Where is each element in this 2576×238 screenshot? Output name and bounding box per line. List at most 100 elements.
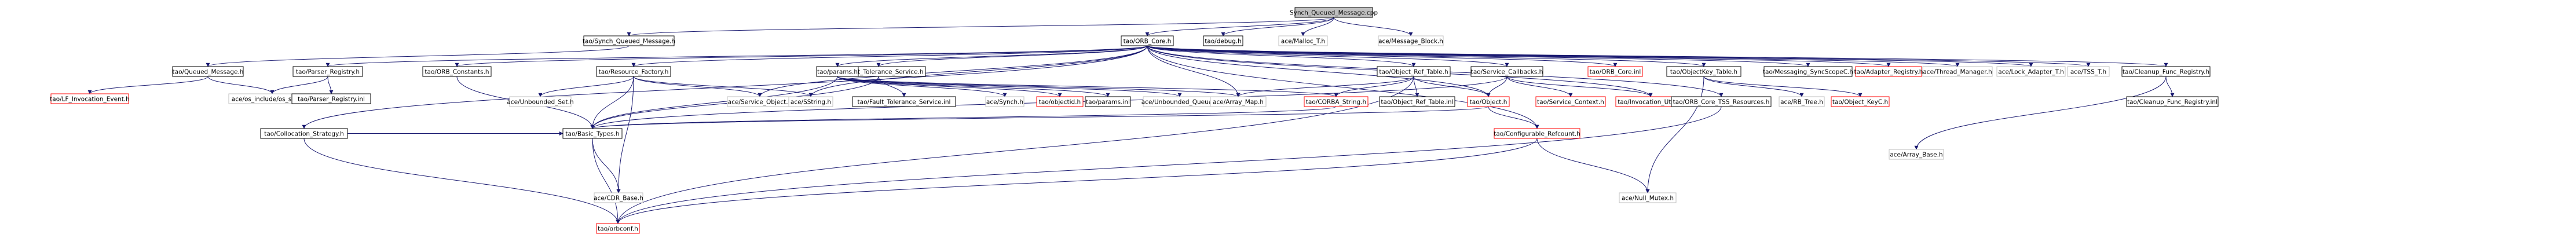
node-cleanup-reg-inl[interactable]: tao/Cleanup_Func_Registry.inl [2126,96,2219,107]
node-orb-core-inl: tao/ORB_Core.inl [1587,66,1643,77]
node-box [260,128,348,139]
node-box [1587,66,1643,77]
node-box [291,93,371,104]
node-obj-ref-table[interactable]: tao/Object_Ref_Table.h [1377,66,1451,77]
node-parser-reg[interactable]: tao/Parser_Registry.h [292,66,363,77]
node-msg-sync-scope[interactable]: tao/Messaging_SyncScopeC.h [1763,66,1853,77]
edge-orb_core_h-to-service_obj [758,45,1148,97]
edge-res_factory-to-unbounded_set [538,76,634,97]
node-configurable-refcount: tao/Configurable_Refcount.h [1494,128,1580,139]
node-box [1203,35,1243,46]
node-res-factory[interactable]: tao/Resource_Factory.h [596,66,671,77]
node-cdr-base: ace/CDR_Base.h [594,192,643,203]
node-corba-string: tao/CORBA_String.h [1304,96,1368,107]
edge-cleanup_reg-to-cleanup_reg_inl [2165,76,2175,97]
edge-root-to-orb_core_h [1145,17,1334,36]
edge-svc_callbacks-to-object_h [1486,76,1507,97]
edge-parser_reg-to-os_stddef [270,76,328,94]
edge-orb_core_h-to-objectkey_table [1147,45,1706,67]
edge-params_h-to-synch_h [837,76,1007,97]
node-box [596,223,640,234]
edge-orb_core_h-to-params_h [835,45,1148,67]
node-synch-h: ace/Synch.h [985,96,1024,107]
edge-orb_core_h-to-orb_consts [455,45,1148,67]
node-orb-core-h[interactable]: tao/ORB_Core.h [1121,35,1174,46]
node-queued-msg[interactable]: tao/Queued_Message.h [172,66,244,77]
edge-orb_core_tss-to-orbconf [616,106,1722,224]
edge-objectkey_table-to-null_mutex [1645,76,1704,193]
node-thread-mgr: ace/Thread_Manager.h [1922,66,1993,77]
edge-svc_callbacks-to-service_context [1506,76,1573,97]
node-box [2121,66,2211,77]
edges-layer [87,17,2175,224]
node-root[interactable]: Synch_Queued_Message.cpp [1290,7,1378,18]
node-orb-consts[interactable]: tao/ORB_Constants.h [422,66,492,77]
node-debug-h[interactable]: tao/debug.h [1203,35,1243,46]
edge-orb_core_h-to-array_map [1147,45,1241,97]
node-sqm-h[interactable]: tao/Synch_Queued_Message.h [583,35,675,46]
node-box [1210,96,1267,107]
node-box [2067,66,2110,77]
node-box [2126,96,2219,107]
node-unbounded-queue: ace/Unbounded_Queue.h [1141,96,1218,107]
edge-basic_types-to-cdr_base [592,138,621,193]
node-object-h: tao/Object.h [1467,96,1510,107]
node-box [172,66,244,77]
node-box [727,96,793,107]
edge-configurable_refcount-to-null_mutex [1536,138,1650,193]
node-box [1278,35,1328,46]
edge-orb_core_h-to-orb_core_inl [1147,45,1618,67]
node-box [292,66,363,77]
node-basic-types[interactable]: tao/Basic_Types.h [562,128,623,139]
edge-orb_core_h-to-configurable_refcount [1147,45,1539,129]
node-box [50,93,129,104]
node-orb-core-tss[interactable]: tao/ORB_Core_TSS_Resources.h [1671,96,1772,107]
node-box [1671,96,1772,107]
node-object-keyc: tao/Object_KeyC.h [1831,96,1890,107]
node-box [594,192,643,203]
node-params-inl[interactable]: tao/params.inl [1085,96,1131,107]
node-box [562,128,623,139]
node-obj-ref-table-inl[interactable]: tao/Object_Ref_Table.inl [1379,96,1455,107]
node-box [596,66,671,77]
edge-collocation-to-orbconf [303,138,620,224]
node-svc-callbacks[interactable]: tao/Service_Callbacks.h [1470,66,1543,77]
node-lock-adapter: ace/Lock_Adapter_T.h [1996,66,2066,77]
node-parser-reg-inl[interactable]: tao/Parser_Registry.inl [291,93,371,104]
node-box [1121,35,1174,46]
edge-params_h-to-unbounded_queue [837,76,1182,97]
node-tss-t: ace/TSS_T.h [2067,66,2110,77]
node-ft-service-inl[interactable]: tao/Fault_Tolerance_Service.inl [852,96,956,107]
node-box [1855,66,1922,77]
node-adapter-reg: tao/Adapter_Registry.h [1854,66,1923,77]
node-cleanup-reg[interactable]: tao/Cleanup_Func_Registry.h [2121,66,2211,77]
node-box [1377,66,1451,77]
edge-obj_ref_table-to-obj_ref_table_inl [1413,76,1419,97]
edge-queued_msg-to-os_stddef [207,76,275,94]
edge-orb_core_h-to-res_factory [631,45,1148,67]
node-service-context: tao/Service_Context.h [1535,96,1606,107]
edge-corba_string-to-basic_types [590,106,1337,129]
node-box [1379,96,1455,107]
edge-res_factory-to-basic_types [590,76,634,129]
edge-orb_core_h-to-ft_service [876,45,1148,67]
node-malloc-t: ace/Malloc_T.h [1278,35,1328,46]
node-objectkey-table[interactable]: tao/ObjectKey_Table.h [1666,66,1741,77]
edge-orb_core_h-to-parser_reg [326,45,1148,67]
node-box [1535,96,1606,107]
edge-orb_core_h-to-sstring [808,45,1148,97]
node-collocation[interactable]: tao/Collocation_Strategy.h [260,128,348,139]
edge-orb_core_h-to-svc_callbacks [1147,45,1509,67]
edge-queued_msg-to-lf_inv_event [87,76,208,94]
node-box [1494,128,1580,139]
edge-orb_core_h-to-collocation [302,45,1148,129]
edge-configurable_refcount-to-orbconf [616,138,1538,224]
node-box [1085,96,1131,107]
edge-sqm_h-to-queued_msg [206,45,630,67]
node-box [1889,149,1944,160]
node-params-h[interactable]: tao/params.h [816,66,859,77]
edge-params_h-to-basic_types [590,76,838,129]
edge-res_factory-to-cdr_base [616,76,634,193]
nodes-layer: Synch_Queued_Message.cpp tao/Synch_Queued… [50,7,2219,234]
node-orbconf: tao/orbconf.h [596,223,640,234]
